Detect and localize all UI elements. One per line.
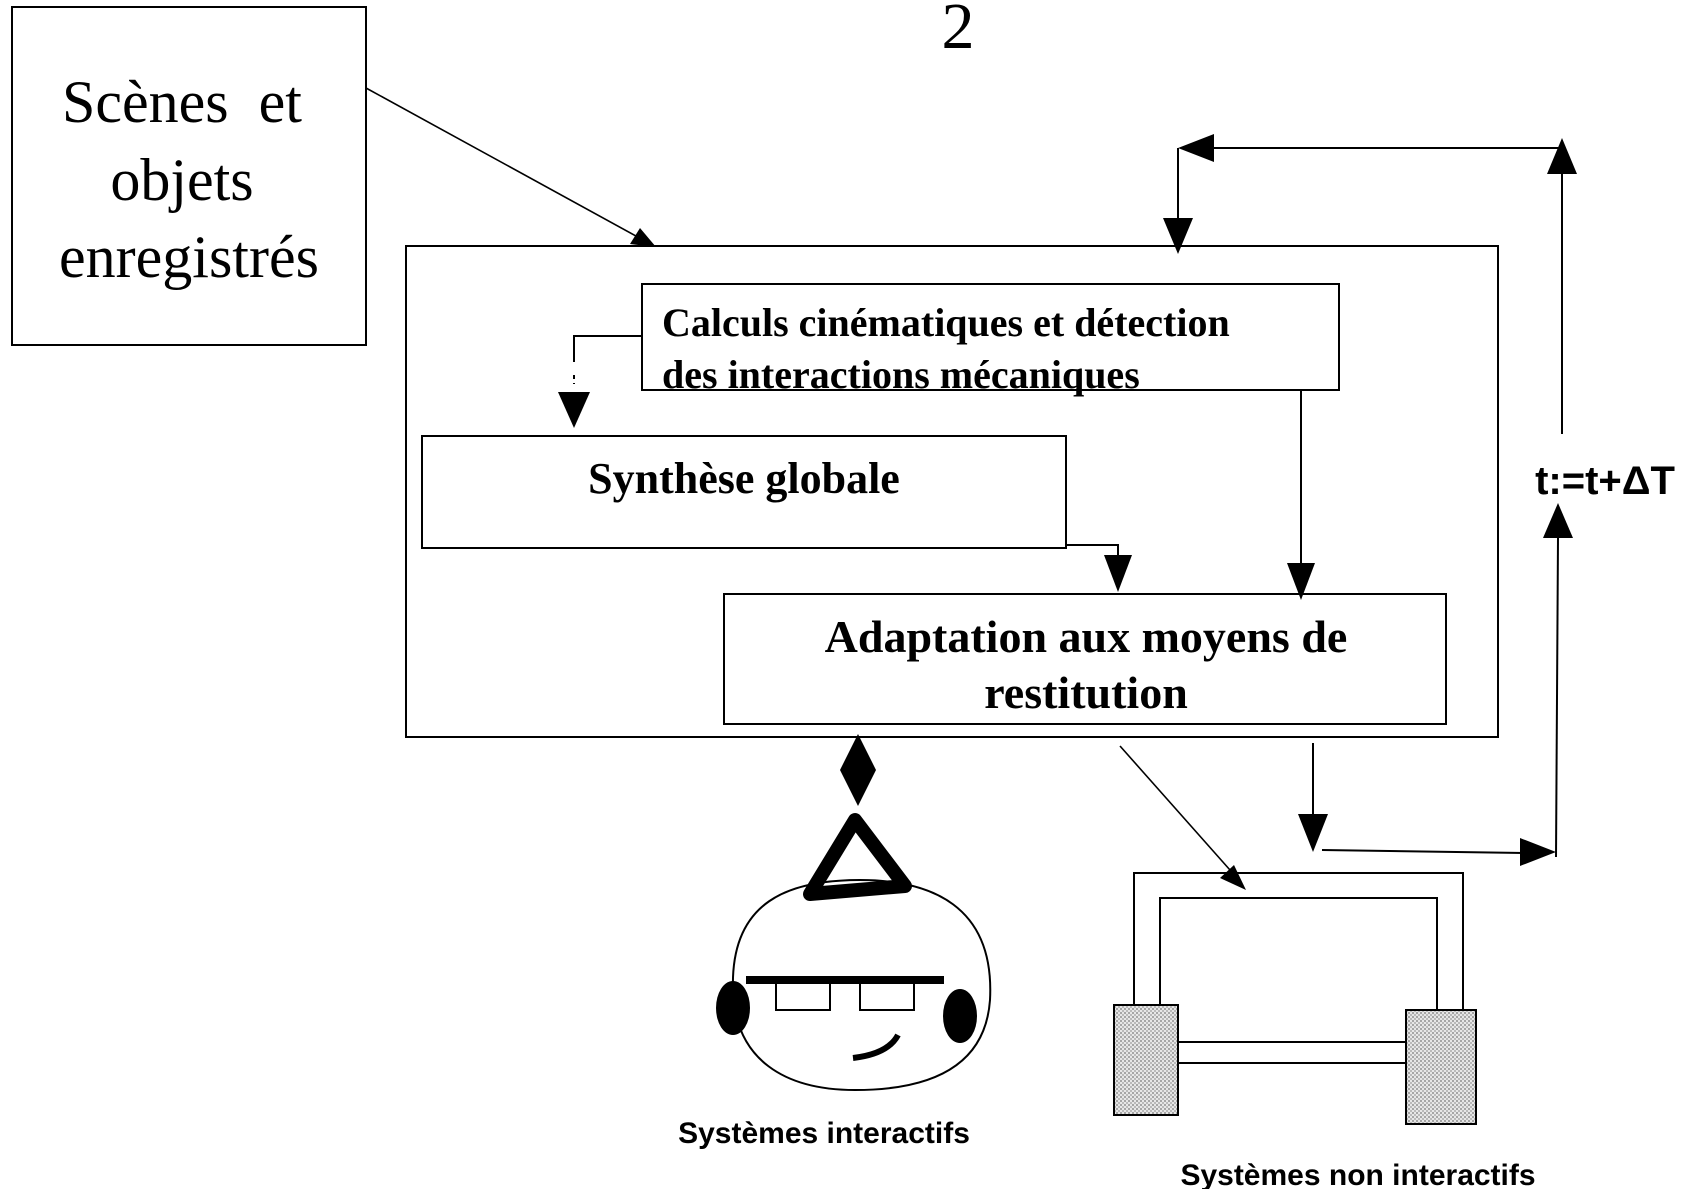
kinematics-to-synthesis-arrow: [558, 335, 642, 428]
adaptation-box-line-2: restitution: [984, 667, 1188, 718]
process-frame: [405, 245, 1499, 738]
kinematics-to-adaptation-arrow: [1287, 390, 1315, 600]
synthesis-to-adaptation-arrow: [1065, 500, 1132, 592]
synthesis-box-label: Synthèse globale: [588, 454, 900, 503]
feedback-loop: [1163, 134, 1577, 858]
kinematics-box-line-2: des interactions mécaniques: [662, 352, 1140, 397]
noninteractive-arrow: [1119, 745, 1246, 890]
adaptation-box: Adaptation aux moyens de restitution: [723, 593, 1447, 725]
output-arrow: [1298, 743, 1556, 866]
interactive-systems-label: Systèmes interactifs: [678, 1117, 970, 1150]
bidirectional-arrow: [840, 734, 876, 806]
input-box: Scènes et objets enregistrés: [11, 6, 367, 346]
input-box-frame: [11, 6, 367, 346]
input-box-line-2: objets: [110, 147, 253, 213]
input-arrow: [365, 87, 656, 247]
page-number: 2: [942, 0, 975, 63]
vehicle-figure-icon: [1113, 872, 1477, 1125]
input-box-line-1: Scènes et: [62, 69, 302, 135]
synthesis-box-frame: [421, 435, 1067, 549]
kinematics-box: Calculs cinématiques et détection des in…: [641, 283, 1340, 397]
head-figure-icon: [716, 813, 992, 1092]
noninteractive-systems-label: Systèmes non interactifs: [1180, 1159, 1535, 1189]
adaptation-box-frame: [723, 593, 1447, 725]
input-box-line-3: enregistrés: [59, 224, 319, 290]
time-step-label: t:=t+ΔT: [1535, 459, 1675, 503]
adaptation-box-line-1: Adaptation aux moyens de: [825, 611, 1348, 662]
kinematics-box-line-1: Calculs cinématiques et détection: [662, 300, 1230, 345]
synthesis-box: Synthèse globale: [421, 435, 1067, 549]
